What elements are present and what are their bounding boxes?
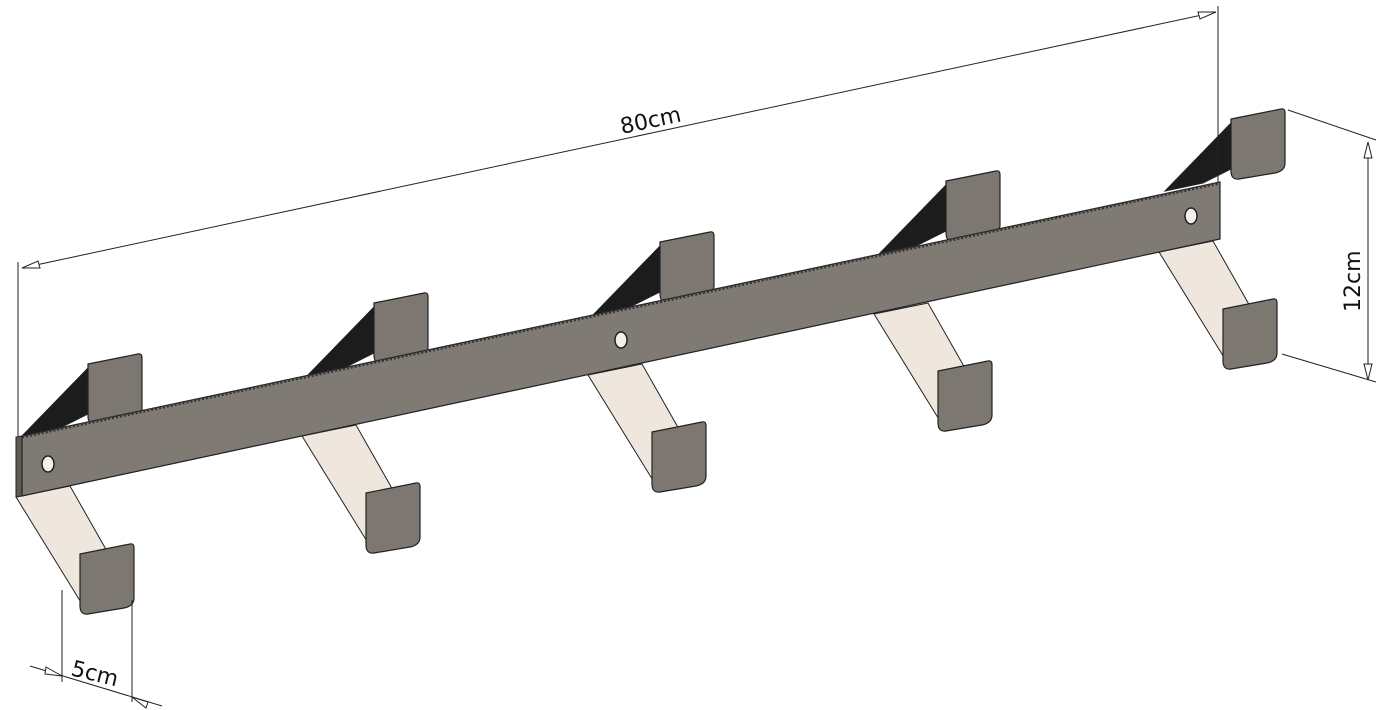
lower-tab bbox=[651, 421, 707, 493]
mounting-hole bbox=[614, 331, 628, 349]
bar-left-edge bbox=[15, 435, 23, 498]
length-dimension: 80cm bbox=[17, 6, 1219, 436]
lower-tab bbox=[937, 360, 993, 432]
mounting-hole bbox=[1184, 207, 1198, 225]
upper-hooks bbox=[20, 108, 1286, 437]
mounting-holes bbox=[41, 207, 1198, 473]
mounting-hole bbox=[41, 455, 55, 473]
lower-tab bbox=[1222, 298, 1278, 370]
lower-hooks bbox=[15, 240, 1278, 615]
height-label: 12cm bbox=[1341, 250, 1366, 312]
lower-tab bbox=[79, 543, 135, 615]
upper-strip bbox=[1163, 121, 1236, 192]
lower-tab bbox=[365, 482, 421, 554]
upper-tab bbox=[1230, 108, 1286, 180]
bar-top-edge bbox=[21, 181, 1221, 439]
height-dimension: 12cm bbox=[1281, 109, 1377, 383]
length-label: 80cm bbox=[618, 103, 683, 140]
width-label: 5cm bbox=[69, 657, 121, 693]
